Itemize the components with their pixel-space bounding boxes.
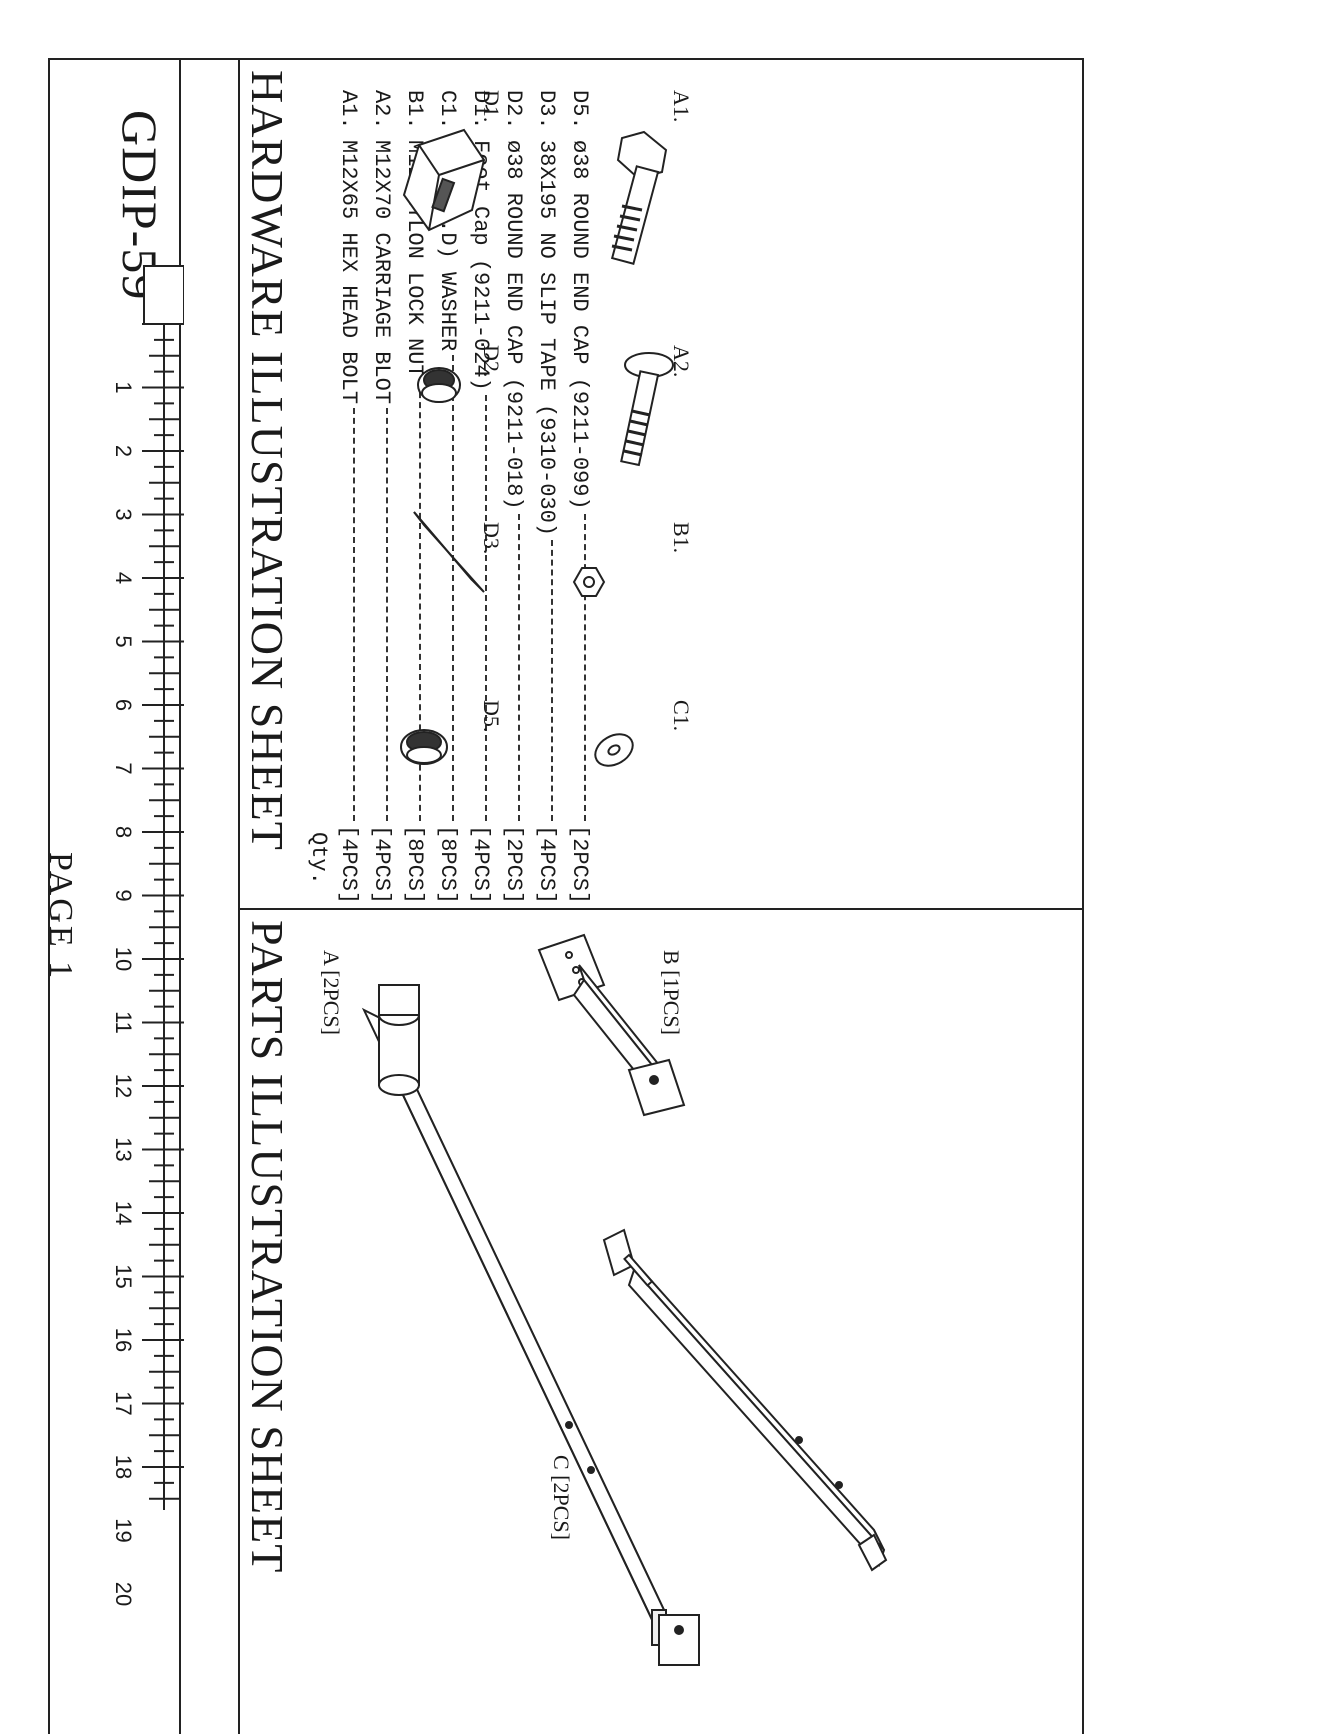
no-slip-tape-icon	[413, 511, 485, 593]
ruler-number: 17	[111, 1391, 136, 1416]
ruler-number: 2	[111, 444, 136, 458]
ruler-number: 3	[111, 508, 136, 521]
ruler-number: 5	[111, 635, 136, 648]
ruler-number: 11	[111, 1011, 136, 1034]
ruler-number: 1	[111, 381, 136, 394]
page-number: PAGE 1	[42, 852, 79, 982]
ruler-number: 4	[111, 571, 136, 585]
lock-nut-icon	[572, 567, 606, 597]
part-a-frame	[361, 984, 700, 1666]
ruler-number: 8	[111, 825, 136, 839]
part-c-tube	[602, 1228, 888, 1572]
carriage-bolt-icon	[620, 352, 674, 467]
hardware-illustrations	[400, 128, 674, 767]
ruler-number: 18	[111, 1454, 136, 1480]
ruler-number: 10	[111, 946, 136, 972]
ruler-number: 13	[111, 1137, 136, 1162]
ruler-number: 16	[111, 1327, 136, 1353]
ruler-number: 14	[111, 1200, 136, 1226]
measurement-ruler	[142, 265, 184, 1510]
ruler-end-block	[143, 265, 184, 325]
ruler-number: 15	[111, 1264, 136, 1289]
ruler-number: 12	[111, 1073, 136, 1099]
washer-icon	[594, 733, 634, 767]
ruler-number: 20	[111, 1581, 136, 1607]
hex-bolt-icon	[610, 130, 668, 265]
part-b-bracket	[537, 933, 686, 1117]
ruler-number: 9	[111, 889, 136, 902]
round-end-cap-large-icon	[400, 729, 448, 765]
parts-illustrations	[361, 933, 888, 1666]
ruler-number: 6	[111, 698, 136, 712]
round-end-cap-icon	[417, 367, 461, 403]
ruler-number: 7	[111, 762, 136, 775]
ruler-number: 19	[111, 1518, 136, 1543]
foot-cap-icon	[402, 128, 486, 232]
